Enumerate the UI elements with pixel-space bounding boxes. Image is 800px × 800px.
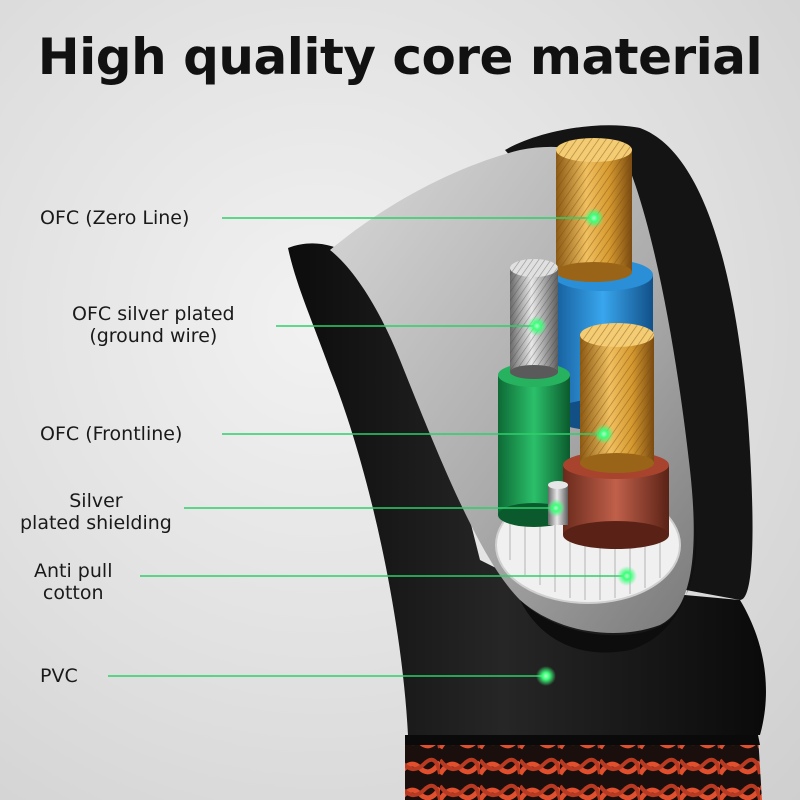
label-ofc-frontline: OFC (Frontline) bbox=[40, 423, 182, 445]
label-text: OFC silver plated bbox=[72, 303, 235, 325]
leader-dot-anti-pull bbox=[617, 566, 637, 586]
ofc-silver-plated-ground-conductor bbox=[498, 259, 570, 527]
leader-dot-ofc-silver bbox=[527, 316, 547, 336]
label-silver-plated-shielding: Silver plated shielding bbox=[20, 490, 172, 534]
leader-dot-silver-shield bbox=[547, 499, 565, 517]
label-text: Anti pull bbox=[34, 560, 113, 582]
label-pvc: PVC bbox=[40, 665, 78, 687]
leader-dot-ofc-front bbox=[594, 424, 614, 444]
leader-dot-pvc bbox=[536, 666, 556, 686]
leader-dots bbox=[527, 208, 637, 686]
label-text: PVC bbox=[40, 665, 78, 687]
label-text: cotton bbox=[42, 582, 104, 604]
label-text: Silver bbox=[69, 490, 123, 512]
label-text: plated shielding bbox=[20, 512, 172, 534]
page-title: High quality core material bbox=[37, 28, 763, 86]
leader-lines bbox=[108, 217, 627, 677]
braided-sleeve bbox=[405, 735, 762, 800]
leader-dot-ofc-zero bbox=[584, 208, 604, 228]
label-text: OFC (Zero Line) bbox=[40, 207, 190, 229]
label-text: OFC (Frontline) bbox=[40, 423, 183, 445]
label-ofc-silver-plated: OFC silver plated (ground wire) bbox=[72, 303, 235, 347]
label-text: (ground wire) bbox=[89, 325, 218, 347]
label-anti-pull-cotton: Anti pull cotton bbox=[34, 560, 112, 604]
ofc-frontline-conductor bbox=[563, 323, 669, 549]
label-ofc-zero-line: OFC (Zero Line) bbox=[40, 207, 189, 229]
